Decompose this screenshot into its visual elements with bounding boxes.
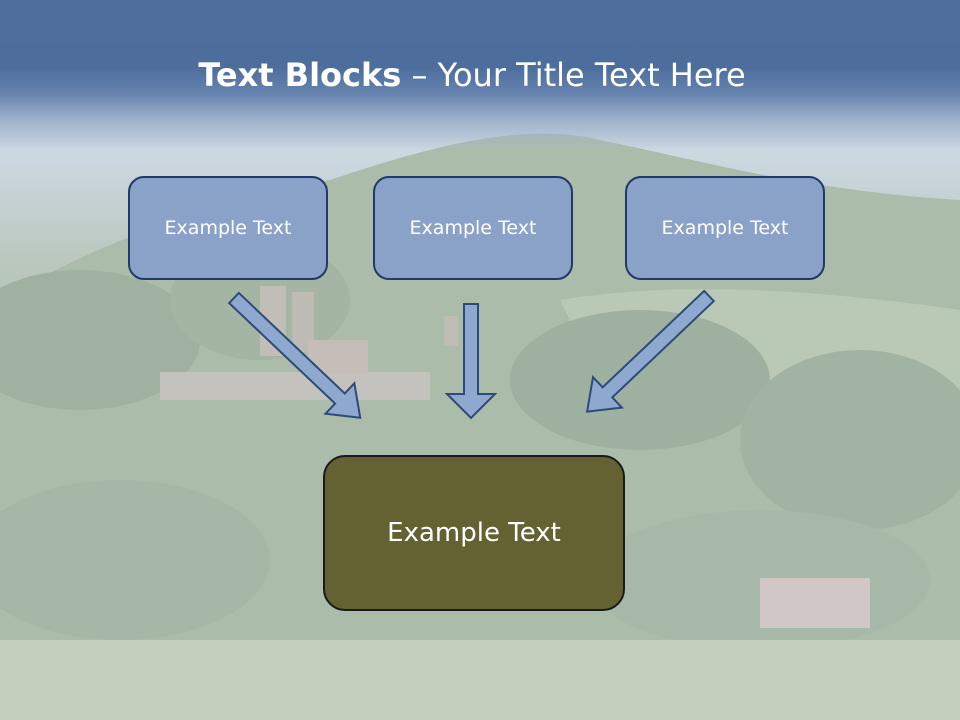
arrow-center-to-main [444,303,498,420]
castle-wall [160,372,430,400]
slide-title[interactable]: Text Blocks – Your Title Text Here [0,52,944,98]
text-box-left-label: Example Text [164,217,292,239]
house [760,578,870,628]
title-bold-part: Text Blocks [198,56,402,94]
title-bar [0,0,960,150]
arrow-shape [585,289,716,413]
text-box-right-label: Example Text [661,217,789,239]
text-box-center-label: Example Text [409,217,537,239]
text-box-main[interactable]: Example Text [323,455,625,611]
tree-cluster [740,350,960,530]
title-separator: – [401,56,438,94]
text-box-center[interactable]: Example Text [373,176,573,280]
tree-cluster [0,480,270,640]
tree-cluster [510,310,770,450]
arrow-shape [444,303,498,420]
text-box-main-label: Example Text [387,518,561,548]
title-rest-part: Your Title Text Here [437,56,746,94]
arrow-left-to-main [227,291,362,419]
arrow-right-to-main [585,289,716,413]
meadow [0,640,960,720]
castle-tower [292,292,314,352]
tree-cluster [0,270,200,410]
castle-tower [444,316,458,346]
arrow-shape [227,291,362,419]
text-box-right[interactable]: Example Text [625,176,825,280]
text-box-left[interactable]: Example Text [128,176,328,280]
